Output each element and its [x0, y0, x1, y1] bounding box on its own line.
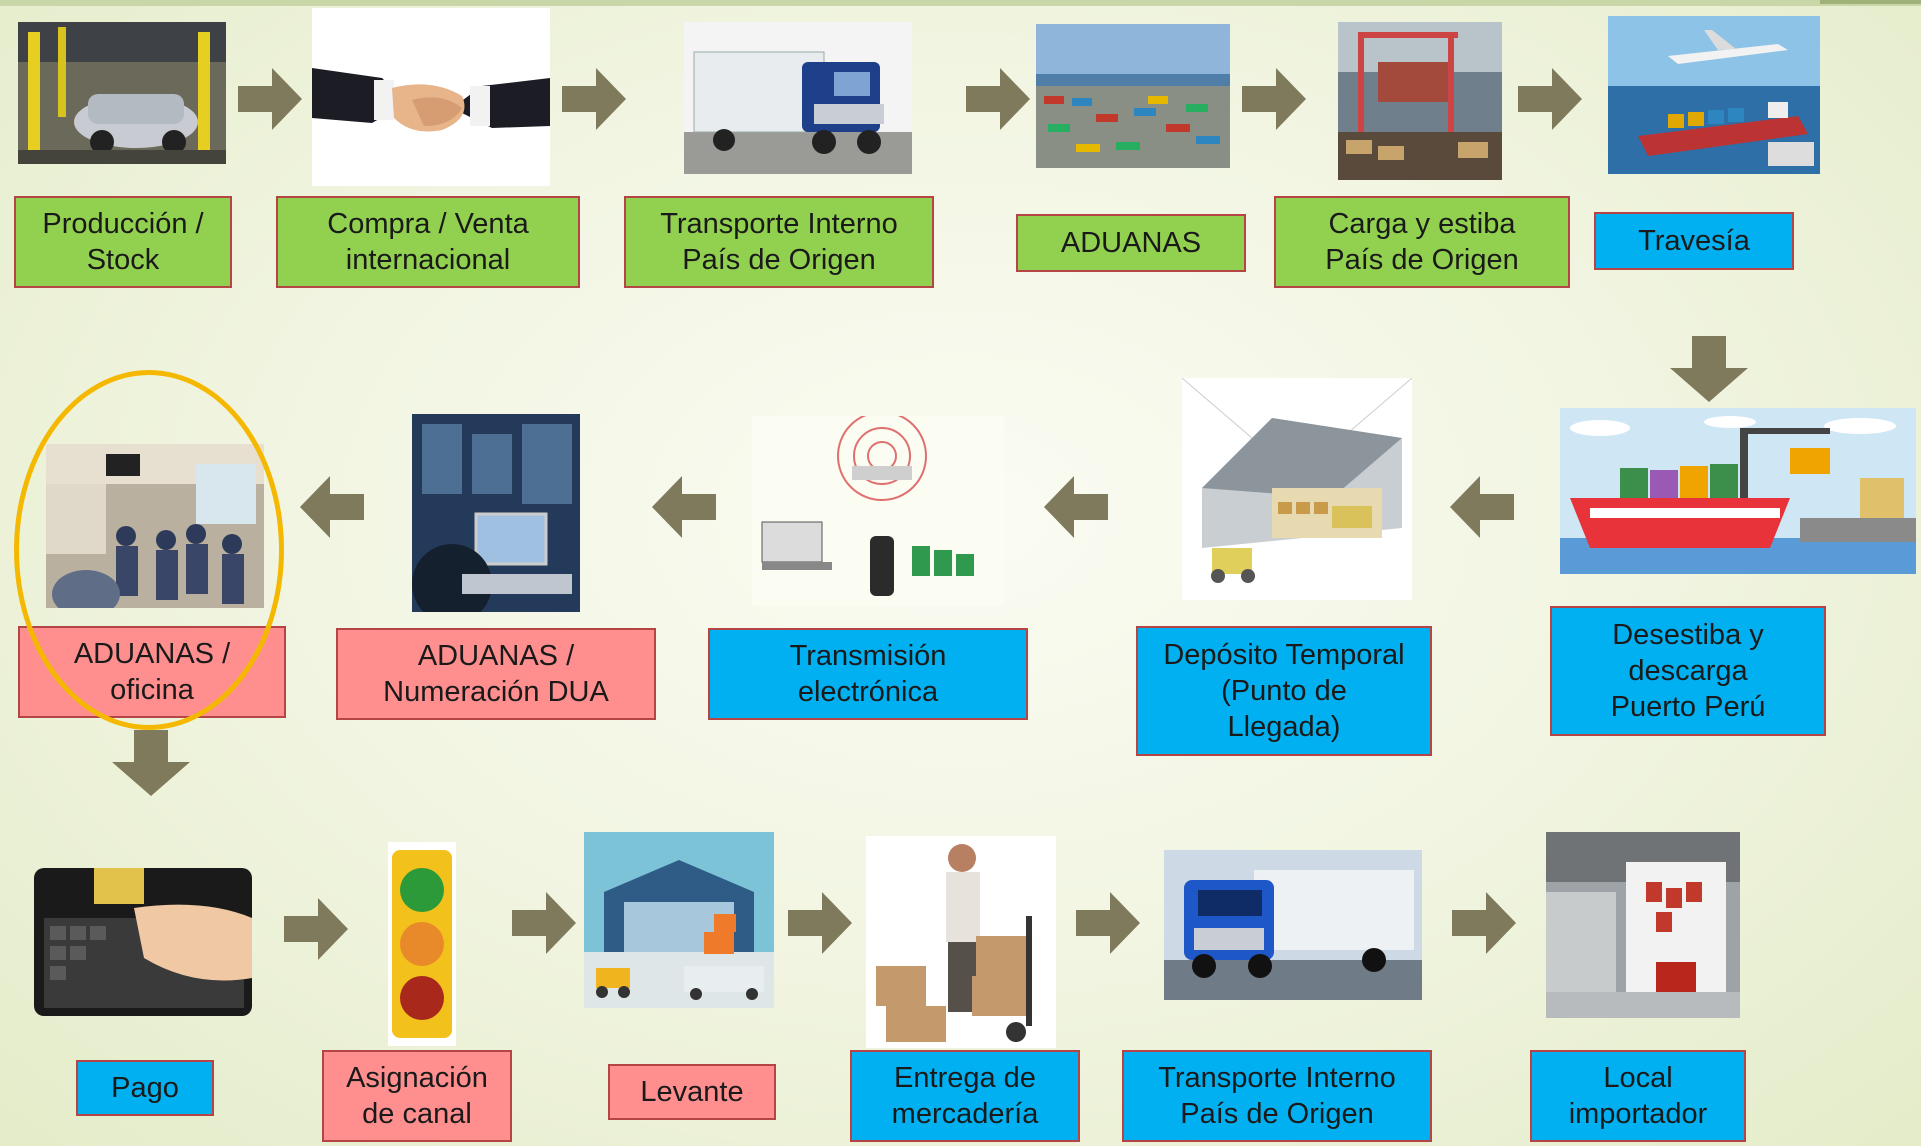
arrow-right-5 [1518, 68, 1582, 130]
traffic-light-image [388, 842, 456, 1046]
arrow-right-3 [966, 68, 1030, 130]
arrow-right-8 [788, 892, 852, 954]
blue-truck-image [1164, 850, 1422, 1000]
arrow-left-2 [1044, 476, 1108, 538]
step-deposito-temporal: Depósito Temporal (Punto de Llegada) [1136, 626, 1432, 756]
step-desestiba: Desestiba y descarga Puerto Perú [1550, 606, 1826, 736]
plane-ship-image [1608, 16, 1820, 174]
step-entrega-mercaderia: Entrega de mercadería [850, 1050, 1080, 1142]
step-compra-venta: Compra / Venta internacional [276, 196, 580, 288]
electronic-transmission-image [752, 416, 1004, 606]
arrow-right-7 [512, 892, 576, 954]
step-numeracion-dua: ADUANAS / Numeración DUA [336, 628, 656, 720]
warehouse-image [1182, 378, 1412, 600]
step-local-importador: Local importador [1530, 1050, 1746, 1142]
highlight-ring [14, 370, 284, 730]
step-travesia: Travesía [1594, 212, 1794, 270]
ship-unloading-image [1560, 408, 1916, 574]
top-border-accent [1820, 0, 1921, 4]
arrow-right-6 [284, 898, 348, 960]
warehouse-release-image [584, 832, 774, 1008]
arrow-right-2 [562, 68, 626, 130]
step-transmision: Transmisión electrónica [708, 628, 1028, 720]
step-levante: Levante [608, 1064, 776, 1120]
arrow-left-3 [652, 476, 716, 538]
arrow-left-1 [1450, 476, 1514, 538]
step-produccion: Producción / Stock [14, 196, 232, 288]
step-transporte-origen: Transporte Interno País de Origen [624, 196, 934, 288]
step-asignacion-canal: Asignación de canal [322, 1050, 512, 1142]
arrow-right-9 [1076, 892, 1140, 954]
step-carga-estiba: Carga y estiba País de Origen [1274, 196, 1570, 288]
arrow-right-10 [1452, 892, 1516, 954]
importer-warehouse-image [1546, 832, 1740, 1018]
computer-operator-image [412, 414, 580, 612]
top-border [0, 0, 1921, 6]
container-port-image [1036, 24, 1230, 168]
step-transporte-destino: Transporte Interno País de Origen [1122, 1050, 1432, 1142]
handshake-image [312, 8, 550, 186]
arrow-right-1 [238, 68, 302, 130]
arrow-right-4 [1242, 68, 1306, 130]
arrow-left-4 [300, 476, 364, 538]
truck-image [684, 22, 912, 174]
ship-loading-image [1338, 22, 1502, 180]
arrow-down-1 [1670, 336, 1748, 402]
factory-image [18, 22, 226, 164]
step-aduanas: ADUANAS [1016, 214, 1246, 272]
keyboard-payment-image [34, 868, 252, 1016]
delivery-worker-image [866, 836, 1056, 1048]
step-pago: Pago [76, 1060, 214, 1116]
arrow-down-2 [112, 730, 190, 796]
